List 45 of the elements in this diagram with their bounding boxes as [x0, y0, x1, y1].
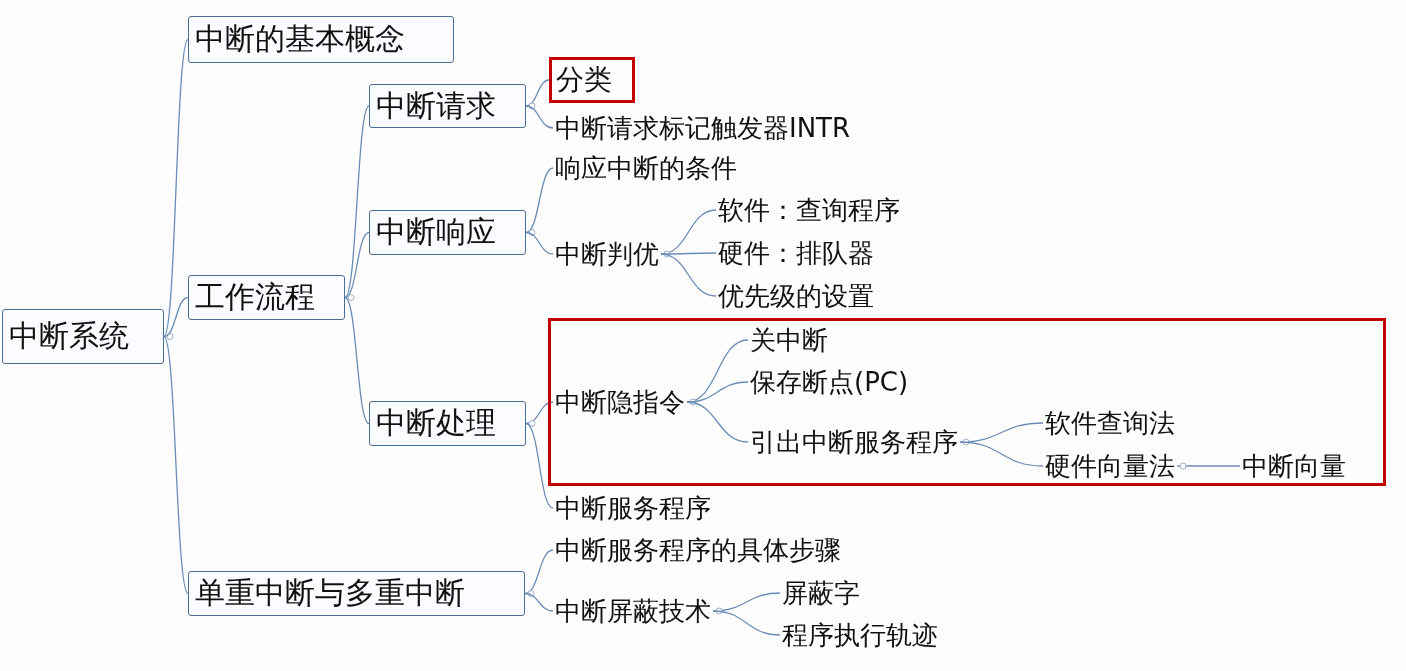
- branch-line: [660, 252, 717, 255]
- topic-label: 中断服务程序的具体步骤: [553, 532, 843, 568]
- branch-line: [525, 231, 554, 255]
- topic-box: 单重中断与多重中断: [188, 571, 525, 616]
- branch-line: [344, 231, 370, 299]
- branch-line: [525, 167, 554, 234]
- branch-line: [163, 296, 189, 338]
- topic-label: 关中断: [748, 322, 830, 358]
- branch-line: [1176, 465, 1241, 467]
- topic-label: 中断向量: [1240, 448, 1348, 484]
- topic-box: 中断系统: [2, 309, 164, 364]
- topic-label: 软件：查询程序: [716, 192, 902, 228]
- topic-label: 中断屏蔽技术: [553, 593, 713, 629]
- branch-line: [524, 592, 554, 612]
- topic-label: 程序执行轨迹: [780, 617, 940, 653]
- branch-line: [344, 105, 370, 299]
- topic-box: 工作流程: [188, 275, 345, 320]
- topic-box: 中断的基本概念: [188, 16, 454, 63]
- topic-label: 响应中断的条件: [553, 150, 739, 186]
- branch-line: [525, 422, 554, 509]
- topic-box: 中断响应: [369, 210, 526, 255]
- branch-line: [686, 401, 749, 443]
- branch-line: [525, 105, 554, 129]
- topic-label: 中断隐指令: [553, 384, 687, 420]
- branch-line: [163, 38, 189, 338]
- branch-line: [686, 381, 749, 403]
- branch-line: [712, 610, 781, 636]
- topic-box: 中断请求: [369, 84, 526, 128]
- branch-line: [660, 253, 717, 297]
- topic-label: 中断请求标记触发器INTR: [553, 110, 853, 146]
- topic-box: 中断处理: [369, 401, 526, 446]
- topic-label: 软件查询法: [1043, 405, 1177, 441]
- topic-label: 引出中断服务程序: [748, 424, 960, 460]
- highlighted-topic-box: 分类: [549, 57, 635, 103]
- topic-label: 中断服务程序: [553, 490, 713, 526]
- topic-label: 屏蔽字: [780, 575, 862, 611]
- branch-line: [344, 296, 370, 425]
- topic-label: 保存断点(PC): [748, 364, 911, 400]
- topic-label: 优先级的设置: [716, 278, 876, 314]
- topic-label: 中断判优: [553, 236, 661, 272]
- topic-label: 硬件：排队器: [716, 235, 876, 271]
- branch-line: [163, 335, 189, 595]
- branch-line: [959, 441, 1044, 467]
- highlight-frame: [548, 318, 1386, 486]
- topic-label: 硬件向量法: [1043, 448, 1177, 484]
